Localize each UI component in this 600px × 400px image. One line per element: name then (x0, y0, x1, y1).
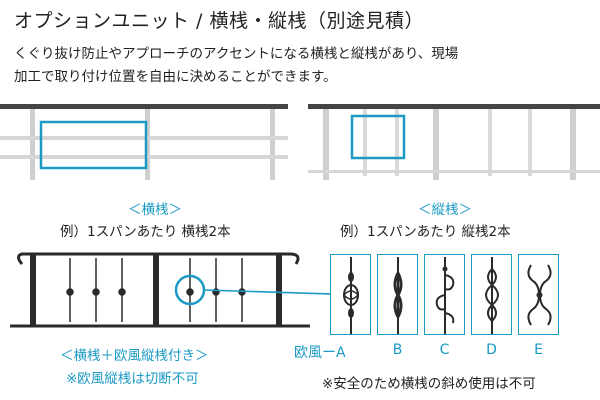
highlight-box (39, 120, 148, 170)
top-handrail (308, 104, 600, 109)
pointer-line (203, 289, 330, 295)
horizontal-bars (0, 136, 288, 159)
ornament-b-label: B (392, 342, 403, 358)
ornament-e-label: E (534, 342, 543, 358)
horizontal-example: 例）1スパンあたり 横桟2本 (60, 224, 231, 240)
ornament-d-box (471, 254, 512, 335)
combo-note: ※欧風縦桟は切断不可 (66, 371, 199, 387)
highlight-box (350, 114, 406, 160)
posts (323, 109, 576, 180)
ornament-a-label: 欧風ーA (294, 345, 346, 361)
vertical-caption: ＜縦桟＞ (418, 202, 472, 218)
horizontal-rail-illustration (0, 104, 288, 180)
lower-bars (308, 170, 600, 173)
ornament-a-box (330, 254, 371, 335)
ornament-d-label: D (486, 342, 497, 358)
safety-footnote: ※安全のため横桟の斜め使用は不可 (322, 376, 536, 392)
vertical-bars (363, 109, 532, 176)
ornament-e-box (518, 254, 559, 335)
ornament-c-label: C (439, 342, 450, 358)
combo-rail-illustration (10, 252, 330, 328)
ornament-c-box (424, 254, 465, 335)
vertical-rail-illustration (308, 104, 600, 180)
combo-caption: ＜横桟＋欧風縦桟付き＞ (60, 348, 209, 364)
page-title: オプションユニット / 横桟・縦桟（別途見積） (14, 10, 424, 32)
description-line-2: 加工で取り付け位置を自由に決めることができます。 (14, 69, 337, 85)
top-handrail (0, 104, 288, 109)
horizontal-caption: ＜横桟＞ (128, 202, 182, 218)
ornament-b-box (377, 254, 418, 335)
vertical-example: 例）1スパンあたり 縦桟2本 (340, 224, 511, 240)
posts (30, 109, 275, 180)
description-line-1: くぐり抜け防止やアプローチのアクセントになる横桟と縦桟があり、現場 (14, 46, 459, 62)
